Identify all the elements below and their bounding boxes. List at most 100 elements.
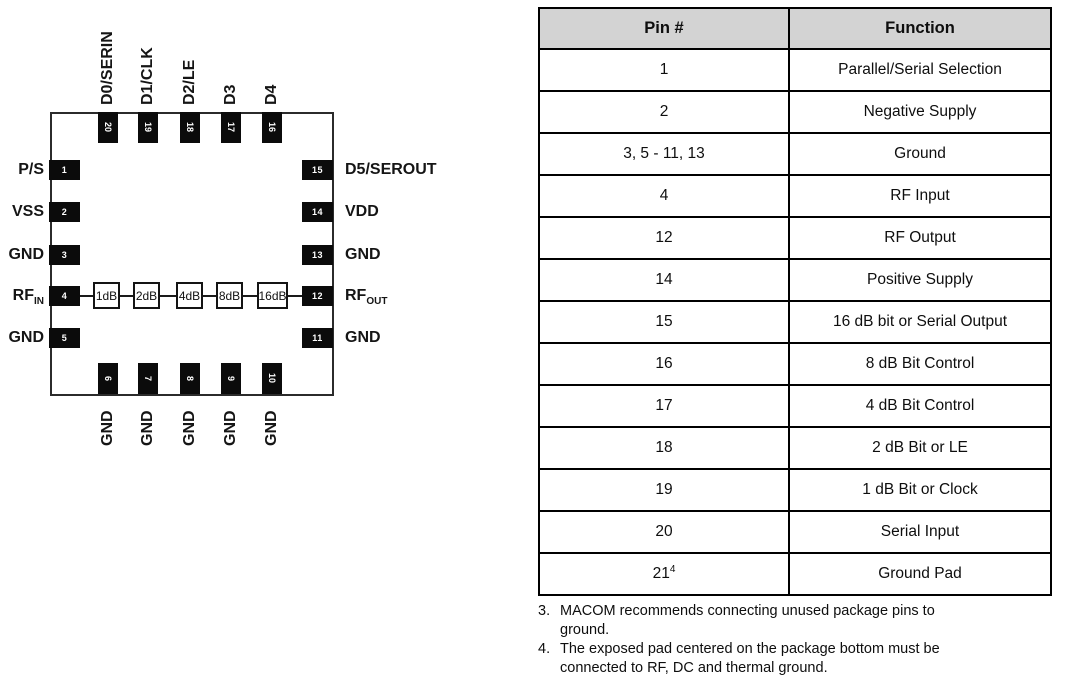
pin-number-cell: 12 [538, 216, 790, 260]
pin-number-cell: 15 [538, 300, 790, 344]
pin-label-gnd-3: GND [8, 246, 44, 263]
pin-pad-20: 20 [98, 112, 118, 143]
pin-function-cell: 8 dB Bit Control [788, 342, 1052, 386]
pin-function-cell: 16 dB bit or Serial Output [788, 300, 1052, 344]
attenuator-block-4db: 4dB [176, 282, 203, 309]
pin-label-gnd-5: GND [8, 329, 44, 346]
pin-function-cell: Ground [788, 132, 1052, 176]
footnote-text: MACOM recommends connecting unused packa… [560, 603, 935, 639]
pin-number: 9 [226, 375, 236, 381]
pin-label-vss: VSS [11, 203, 44, 220]
pin-pad-18: 18 [180, 112, 200, 143]
pin-number-cell: 214 [538, 552, 790, 596]
package-pinout-diagram: 1dB 2dB 4dB 8dB 16dB 20 19 18 17 16 D0/S… [0, 0, 535, 470]
package-outline [50, 112, 334, 396]
pin-label-vdd: VDD [345, 203, 379, 220]
pin-number-cell: 14 [538, 258, 790, 302]
pin-label-ps: P/S [18, 161, 44, 178]
attenuator-label: 8dB [218, 288, 241, 303]
pin-label-gnd-10: GND [263, 410, 280, 446]
pin-number-cell: 16 [538, 342, 790, 386]
pin-function-cell: Parallel/Serial Selection [788, 48, 1052, 92]
pin-number: 7 [143, 375, 153, 381]
pin-pad-16: 16 [262, 112, 282, 143]
pin-number: 5 [61, 333, 68, 343]
pin-label-gnd-13: GND [345, 246, 381, 263]
pin-number-cell: 2 [538, 90, 790, 134]
pin-label-d4: D4 [263, 84, 280, 105]
pin-number-header: Pin # [538, 7, 790, 50]
function-header: Function [788, 7, 1052, 50]
pin-pad-14: 14 [302, 202, 333, 222]
pin-number: 20 [103, 122, 113, 133]
pin-pad-8: 8 [180, 363, 200, 394]
pin-function-cell: Negative Supply [788, 90, 1052, 134]
pin-function-cell: Positive Supply [788, 258, 1052, 302]
pin-label-gnd-7: GND [139, 410, 156, 446]
attenuator-label: 16dB [258, 288, 287, 303]
pin-pad-1: 1 [49, 160, 80, 180]
pin-pad-19: 19 [138, 112, 158, 143]
pin-pad-6: 6 [98, 363, 118, 394]
table-header-row: Pin # Function [538, 7, 1052, 50]
footnote-number: 4. [538, 641, 551, 658]
attenuator-label: 2dB [135, 288, 158, 303]
pin-pad-9: 9 [221, 363, 241, 394]
pin-number: 17 [226, 122, 236, 133]
pin-number: 2 [61, 207, 68, 217]
pin-number-cell: 4 [538, 174, 790, 218]
pin-label-d2-le: D2/LE [181, 59, 198, 105]
attenuator-block-8db: 8dB [216, 282, 243, 309]
pin-function-cell: RF Output [788, 216, 1052, 260]
pin-label-gnd-6: GND [99, 410, 116, 446]
pin-number: 6 [103, 375, 113, 381]
pin-pad-11: 11 [302, 328, 333, 348]
pin-function-cell: Serial Input [788, 510, 1052, 554]
pin-label-gnd-9: GND [222, 410, 239, 446]
pin-number: 14 [311, 207, 323, 217]
pin-label-gnd-11: GND [345, 329, 381, 346]
pin-pad-7: 7 [138, 363, 158, 394]
pin-pad-12: 12 [302, 286, 333, 306]
pin-number: 16 [267, 122, 277, 133]
pin-number-cell: 3, 5 - 11, 13 [538, 132, 790, 176]
pin-number: 18 [185, 122, 195, 133]
pin-pad-2: 2 [49, 202, 80, 222]
pin-function-cell: Ground Pad [788, 552, 1052, 596]
pin-number-cell: 18 [538, 426, 790, 470]
pin-number: 3 [61, 250, 68, 260]
pin-function-cell: 4 dB Bit Control [788, 384, 1052, 428]
pin-number-cell: 1 [538, 48, 790, 92]
pin-label-rf-in: RFIN [12, 287, 44, 308]
footnote-ref: 4 [669, 564, 676, 576]
footnote-number: 3. [538, 603, 551, 619]
footnote-text: The exposed pad centered on the package … [560, 641, 940, 677]
pin-number: 15 [311, 165, 323, 175]
pin-pad-15: 15 [302, 160, 333, 180]
pin-pad-13: 13 [302, 245, 333, 265]
pin-number-cell: 19 [538, 468, 790, 512]
pin-label-d3: D3 [222, 84, 239, 105]
attenuator-block-16db: 16dB [257, 282, 288, 309]
pin-label-d1-clk: D1/CLK [139, 47, 156, 105]
pin-number: 12 [311, 291, 323, 301]
pin-label-gnd-8: GND [181, 410, 198, 446]
pin-label-rf-out: RFOUT [345, 287, 388, 308]
footnotes: 3. MACOM recommends connecting unused pa… [538, 602, 1043, 679]
pin-number: 8 [185, 375, 195, 381]
pin-function-cell: 2 dB Bit or LE [788, 426, 1052, 470]
pin-number-cell: 20 [538, 510, 790, 554]
footnote-3: 3. MACOM recommends connecting unused pa… [538, 602, 1043, 640]
pin-function-cell: RF Input [788, 174, 1052, 218]
pin-pad-17: 17 [221, 112, 241, 143]
